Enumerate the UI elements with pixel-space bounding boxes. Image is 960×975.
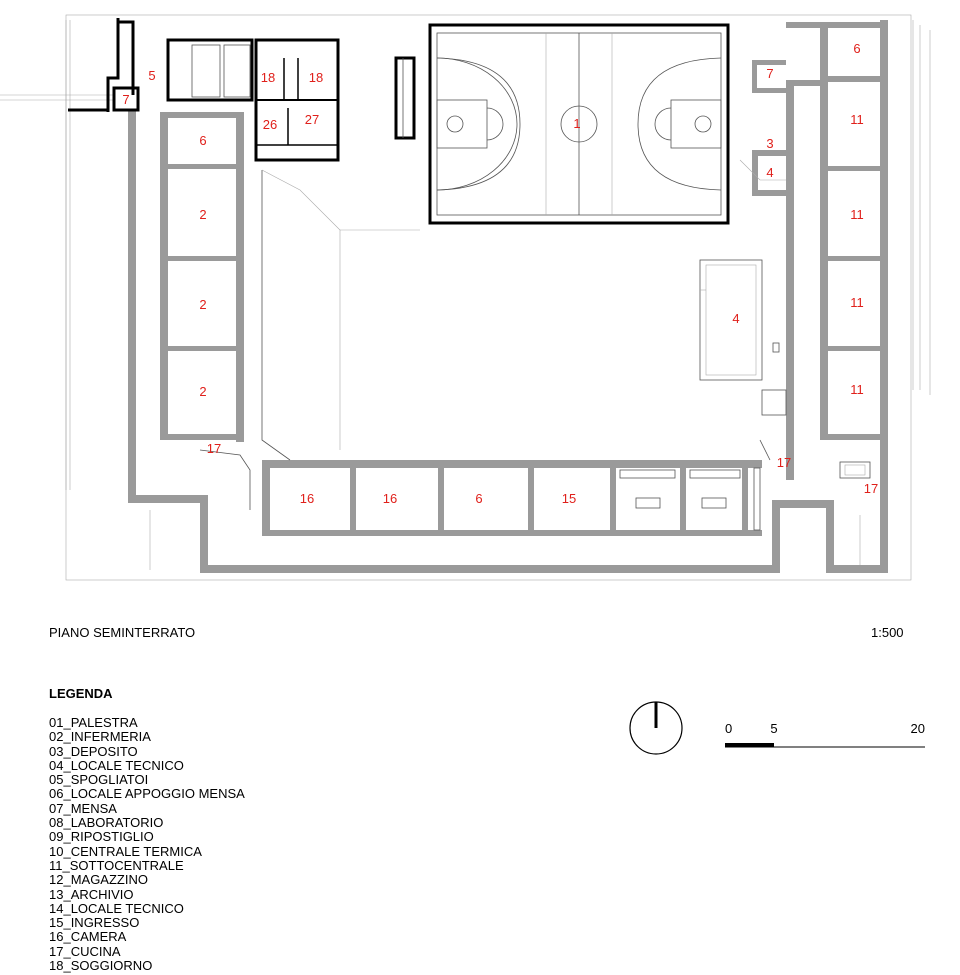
room-label: 17 (777, 455, 791, 470)
legend-item: 17_CUCINA (49, 943, 121, 959)
room-label: 17 (864, 481, 878, 496)
legend-item: 12_MAGAZZINO (49, 872, 148, 888)
legend-item: 08_LABORATORIO (49, 815, 164, 831)
room-label: 3 (766, 136, 773, 151)
legend-list: 01_PALESTRA 02_INFERMERIA 03_DEPOSITO 04… (49, 715, 245, 974)
room-label: 2 (199, 207, 206, 222)
room-label: 15 (562, 491, 576, 506)
scale-ratio: 1:500 (871, 625, 904, 640)
room-label: 4 (732, 311, 739, 326)
legend-item: 14_LOCALE TECNICO (49, 900, 184, 916)
room-label: 16 (383, 491, 397, 506)
existing-walls (128, 20, 888, 573)
room-label: 1 (573, 116, 580, 131)
room-label: 11 (850, 382, 864, 397)
room-label: 11 (850, 295, 864, 310)
room-label: 2 (199, 384, 206, 399)
room-label: 4 (766, 165, 773, 180)
scale-bar: 0 5 20 (725, 721, 925, 748)
legend-item: 15_INGRESSO (49, 915, 140, 931)
room-labels: 5 7 18 18 26 27 6 2 2 2 1 6 7 3 4 11 11 … (122, 41, 878, 506)
scale-label: 20 (911, 721, 925, 736)
room-label: 5 (148, 68, 155, 83)
legend-item: 18_SOGGIORNO (49, 958, 153, 974)
room-label: 17 (207, 441, 221, 456)
legend-item: 03_DEPOSITO (49, 743, 138, 759)
floor-plan: 5 7 18 18 26 27 6 2 2 2 1 6 7 3 4 11 11 … (0, 14, 931, 581)
room-label: 6 (475, 491, 482, 506)
legend-item: 10_CENTRALE TERMICA (49, 843, 202, 859)
site-lines (0, 14, 931, 581)
kitchen-fixtures (619, 467, 761, 531)
legend-item: 05_SPOGLIATOI (49, 772, 149, 788)
room-label: 7 (766, 66, 773, 81)
legend-item: 11_SOTTOCENTRALE (49, 857, 184, 873)
room-label: 26 (263, 117, 277, 132)
north-arrow-icon (629, 701, 683, 755)
legend-title: LEGENDA (49, 686, 113, 701)
room-label: 11 (850, 112, 864, 127)
scale-label: 5 (770, 721, 777, 736)
scale-label: 0 (725, 721, 732, 736)
legend-item: 01_PALESTRA (49, 715, 138, 730)
room-label: 6 (199, 133, 206, 148)
legend-item: 13_ARCHIVIO (49, 886, 134, 902)
legend-item: 07_MENSA (49, 800, 117, 816)
courtyard (199, 159, 871, 510)
room-label: 7 (122, 92, 129, 107)
room-label: 6 (853, 41, 860, 56)
room-label: 27 (305, 112, 319, 127)
room-label: 18 (309, 70, 323, 85)
room-label: 18 (261, 70, 275, 85)
legend-item: 04_LOCALE TECNICO (49, 757, 184, 773)
plan-title: PIANO SEMINTERRATO (49, 625, 196, 640)
new-walls (68, 18, 730, 225)
legend-item: 02_INFERMERIA (49, 729, 151, 745)
room-label: 11 (850, 207, 864, 222)
room-label: 16 (300, 491, 314, 506)
legend-item: 09_RIPOSTIGLIO (49, 829, 154, 845)
legend-item: 16_CAMERA (49, 929, 127, 945)
basketball-court (436, 32, 722, 216)
legend-item: 06_LOCALE APPOGGIO MENSA (49, 786, 245, 802)
room-label: 2 (199, 297, 206, 312)
